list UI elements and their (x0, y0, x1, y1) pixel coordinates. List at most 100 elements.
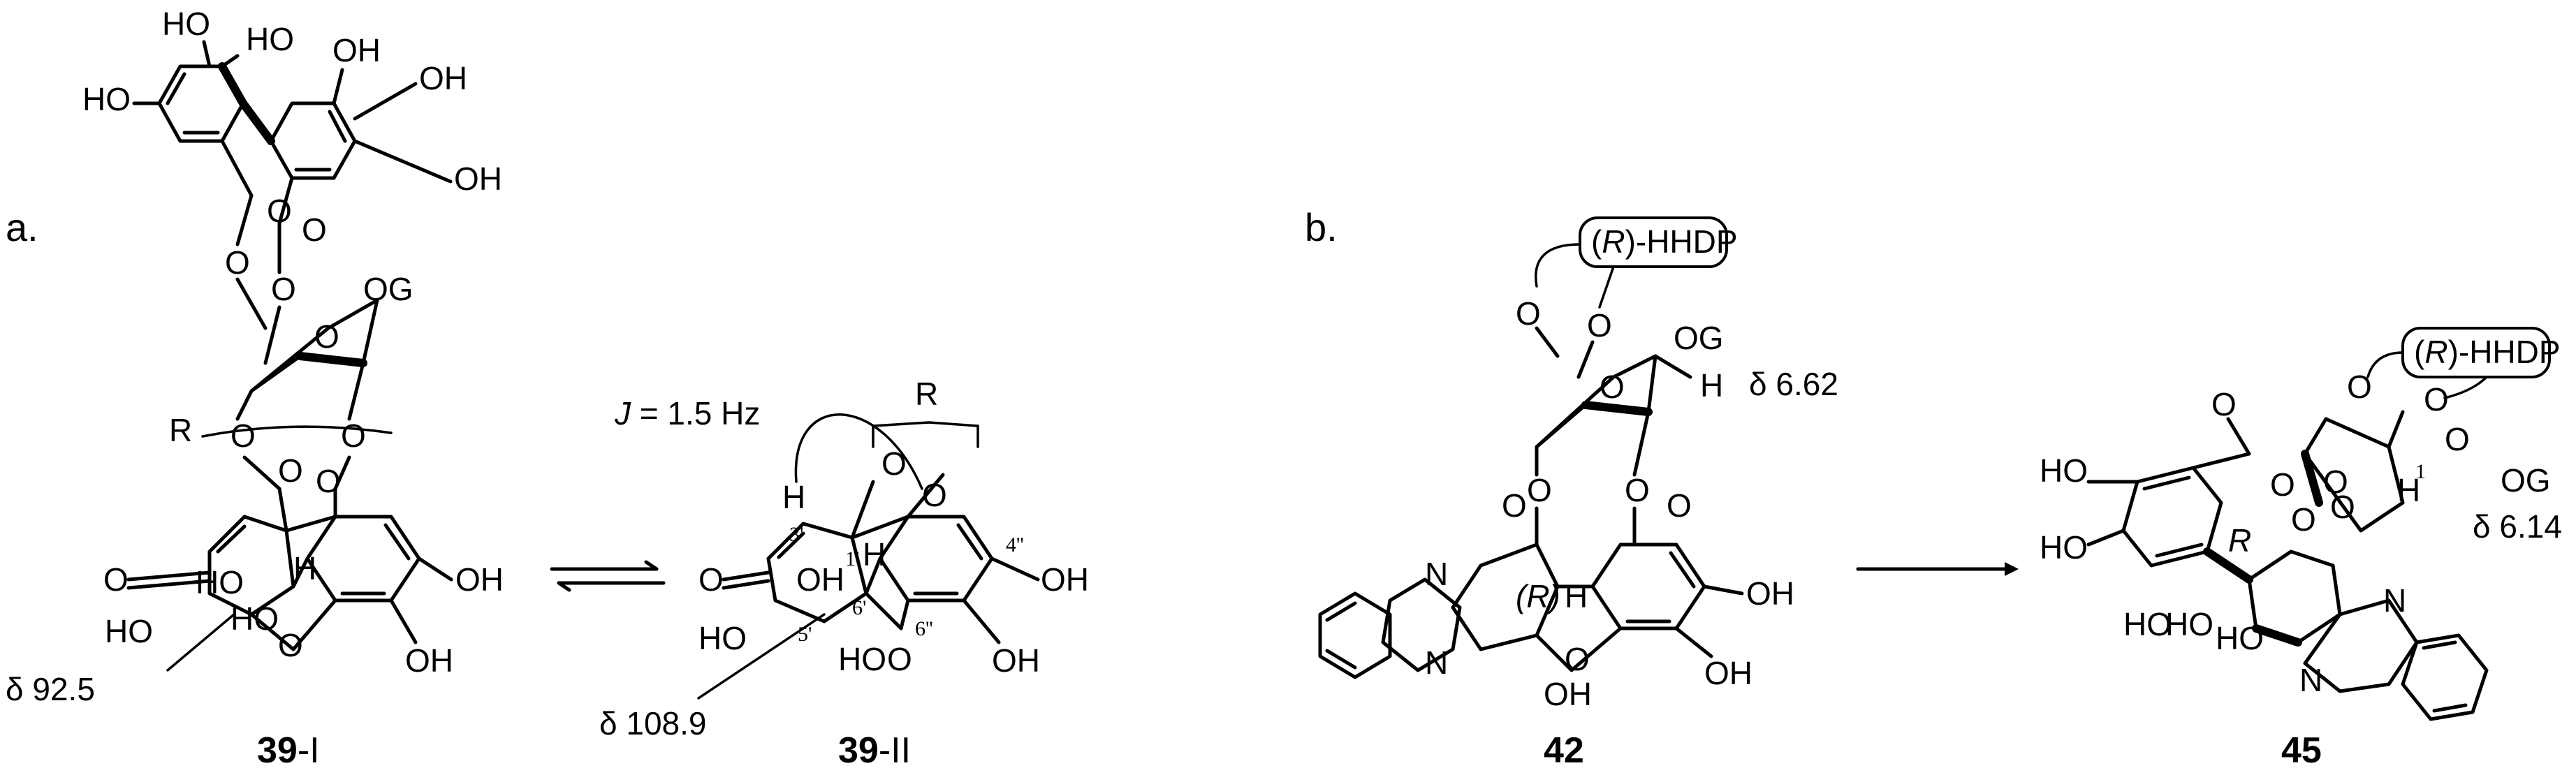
position-4-double-prime: 4'' (1006, 533, 1024, 556)
ring-o-label: O (1600, 369, 1625, 405)
ketone-o-label: O (698, 561, 724, 598)
glucose-core (1535, 354, 1657, 449)
ester-o-label: O (2270, 466, 2295, 503)
r-brace (872, 421, 979, 448)
n-label: N (2383, 582, 2406, 619)
nmr-shift-92-5: δ 92.5 (6, 671, 95, 707)
pyrazine-ring (2303, 598, 2419, 693)
position-6-prime: 6' (852, 596, 866, 619)
oh-label: HO (196, 564, 244, 600)
oh-label: HO (162, 6, 210, 42)
nmr-shift-108-9: δ 108.9 (599, 705, 707, 741)
coupling-value: = 1.5 Hz (631, 395, 760, 431)
ester-o-label: O (230, 418, 256, 454)
panel-label-a: a. (6, 205, 38, 249)
ester-o-label: O (2424, 381, 2449, 418)
pyrazine-ring (1381, 577, 1462, 672)
carbonyl-o-label: O (1502, 487, 1527, 524)
oh-label: OH (1746, 575, 1794, 612)
hhdp-upper-left-ring (157, 62, 247, 143)
oh-label: HO (698, 620, 747, 656)
oh-label: HO (230, 600, 279, 637)
ring-o-label: O (1565, 641, 1590, 677)
r-label: R (915, 376, 938, 412)
oh-label: OH (992, 642, 1040, 679)
carbonyl-o-label: O (278, 452, 303, 489)
reaction-arrow (1856, 562, 2019, 576)
hhdp-link (1535, 243, 1581, 288)
h-label: H (2397, 472, 2420, 508)
oh-label: OH (454, 161, 502, 197)
oh-label: OH (1704, 655, 1752, 691)
benzo-ring (1318, 591, 1392, 679)
oh-label: HO (2216, 620, 2264, 656)
structure-42: (R)-HHDP O O O OG H δ 6.62 O O O O (R) H… (1318, 216, 1838, 771)
carbonyl-o-label: O (2330, 489, 2355, 525)
ring-o-label: O (887, 641, 912, 677)
structure-45: (R)-HHDP O O O OG H 1 δ 6.14 O O O O O H… (2040, 327, 2562, 771)
position-3-prime: 3' (789, 523, 803, 546)
oh-label: HO (105, 613, 153, 649)
nmr-pointer (166, 613, 235, 672)
oh-label: OH (455, 561, 504, 598)
nmr-shift-6-14: δ 6.14 (2473, 508, 2562, 545)
compound-label-42: 42 (1544, 730, 1584, 771)
compound-label-45: 45 (2281, 730, 2322, 771)
coupling-j: J (614, 395, 631, 431)
stereo-label-r: (R) (1516, 578, 1560, 614)
ring-o-label: O (314, 318, 339, 355)
nmr-pointer (697, 613, 826, 700)
ester-o-label: O (1527, 472, 1552, 508)
carbonyl-o-label: O (2211, 386, 2237, 422)
oh-label: HO (2040, 529, 2088, 566)
og-label: OG (2501, 462, 2551, 499)
carbonyl-o-label: O (302, 212, 327, 248)
og-label: OG (1674, 320, 1724, 356)
panel-label-b: b. (1305, 205, 1338, 249)
equilibrium-arrow (550, 560, 666, 592)
oh-label: OH (1041, 561, 1089, 598)
hhdp-label: (R)-HHDP (1591, 223, 1738, 260)
hhdp-link (2366, 351, 2404, 378)
oh-label: OH (405, 642, 453, 679)
ester-o-label: O (1625, 472, 1650, 508)
compound-suffix: -II (879, 730, 911, 771)
biaryl-bond (239, 99, 275, 145)
ester-o-label: O (1516, 295, 1541, 332)
ester-o-label: O (2291, 501, 2316, 538)
glucose-core (2303, 417, 2405, 533)
n-label: N (2299, 662, 2322, 698)
benzo-ring (2401, 633, 2489, 721)
axial-r-label: R (2228, 522, 2251, 559)
glucose-core: O OG O O (230, 271, 414, 454)
oh-label: HO (2165, 606, 2213, 642)
r-bracket (201, 425, 393, 438)
position-1: 1 (2415, 460, 2426, 483)
nmr-shift-6-62: δ 6.62 (1749, 366, 1838, 402)
ester-o-label: O (225, 244, 250, 281)
structure-39-II: J = 1.5 Hz R O O H 3' 1' H O OH HO 5' 6'… (599, 376, 1089, 771)
r-label: R (169, 412, 192, 448)
hhdp-link (1598, 265, 1615, 309)
oh-label: OH (1544, 676, 1592, 712)
carbonyl-o-label: O (2445, 421, 2470, 457)
ester-o-label: O (1587, 307, 1612, 344)
compound-number: 39 (257, 730, 298, 771)
ester-o-label: O (2347, 369, 2372, 405)
n-label: N (1425, 556, 1448, 592)
hhdp-box (1579, 216, 1728, 268)
oh-label: HO (2123, 606, 2172, 642)
compound-label-39-I: 39-I (257, 730, 320, 771)
oh-label: HO (82, 81, 131, 117)
oh-label: HO (2040, 452, 2088, 489)
ester-o-label: O (271, 271, 296, 307)
h-label: H (1700, 367, 1723, 404)
compound-suffix: -I (298, 730, 320, 771)
h-label: H (863, 536, 886, 573)
aromatic-ring (1590, 542, 1706, 630)
ring-o-label: O (278, 627, 303, 663)
oh-label: HO (838, 641, 886, 677)
compound-label-39-II: 39-II (838, 730, 911, 771)
coupling-arc (794, 413, 923, 490)
aromatic-ring (878, 515, 994, 603)
